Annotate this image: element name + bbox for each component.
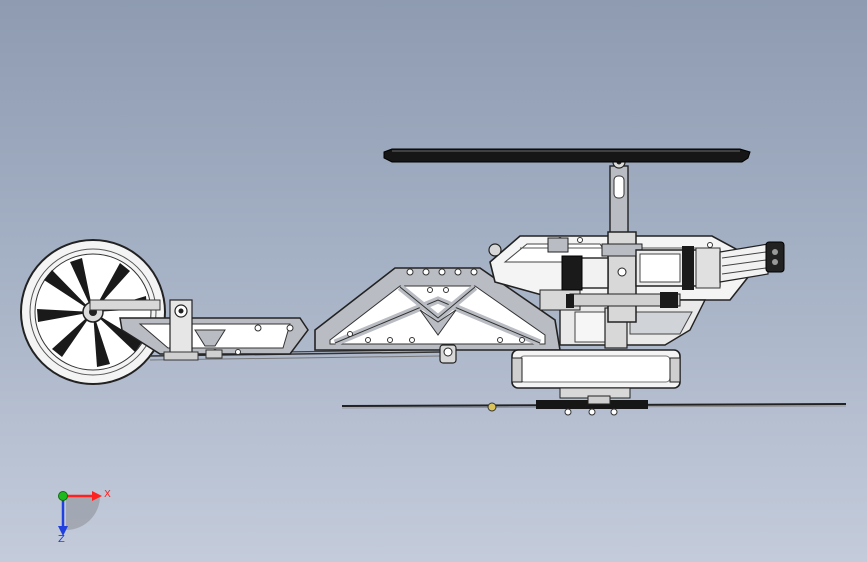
tail-wheel[interactable] [20,239,166,385]
lower-rotor[interactable] [341,395,847,416]
orientation-triad[interactable]: X Z [58,489,111,545]
tail-bracket[interactable] [119,299,309,361]
z-axis-label: Z [58,534,65,545]
rotor-mast[interactable] [609,155,629,239]
x-axis-label: X [104,489,111,500]
frame-bolts [347,268,525,343]
fuel-tank[interactable] [511,349,681,399]
main-frame[interactable] [314,267,561,364]
y-axis-dot [58,491,68,501]
main-rotor-blade[interactable] [383,148,751,163]
gun-pod[interactable] [561,241,785,308]
